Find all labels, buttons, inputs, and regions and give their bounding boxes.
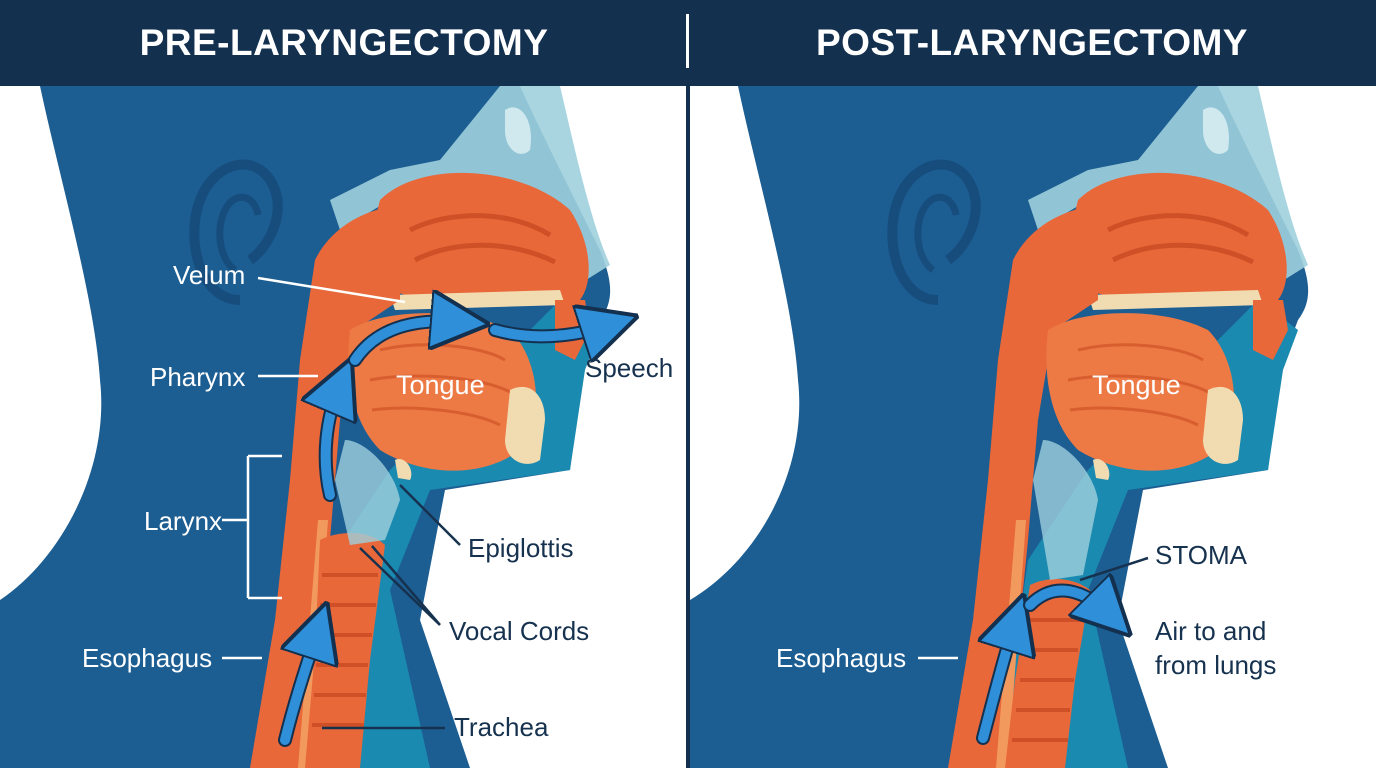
pre-leader-lines-dark (322, 484, 461, 730)
post-sinus-shape (1203, 107, 1229, 154)
panel-divider (686, 86, 690, 768)
pre-palate (360, 172, 589, 300)
post-leader-lines (918, 556, 1149, 660)
pre-sinus-shape (505, 107, 531, 154)
label-air-line1: Air to and (1155, 616, 1267, 646)
post-stoma-tissue (1033, 440, 1098, 580)
pre-jaw-bone (505, 386, 545, 464)
pre-ear-inner (216, 194, 262, 273)
post-epiglottis (1093, 459, 1110, 480)
post-jaw-bone (1203, 386, 1243, 464)
label-tongue-pre: Tongue (396, 370, 485, 400)
post-trachea-rings (1012, 618, 1082, 742)
post-hard-palate (1088, 290, 1263, 310)
airflow-arrow-icon (280, 630, 318, 745)
post-laryngectomy-title: POST-LARYNGECTOMY (816, 22, 1248, 63)
pre-larynx-tissue (335, 440, 400, 545)
airflow-arrow-icon (350, 321, 460, 365)
label-trachea: Trachea (454, 712, 549, 742)
anatomy-diagram (0, 86, 1309, 768)
post-ear-inner (914, 194, 960, 273)
pre-leader-lines (222, 276, 406, 660)
label-tongue-post: Tongue (1092, 370, 1181, 400)
label-esophagus-post: Esophagus (776, 643, 907, 673)
label-speech: Speech (585, 353, 674, 383)
post-panel (690, 86, 1309, 768)
post-tongue-lines (1067, 343, 1209, 427)
pre-trachea (305, 533, 385, 768)
pre-palate-ridges (408, 213, 557, 265)
label-epiglottis: Epiglottis (468, 533, 574, 563)
label-pharynx: Pharynx (150, 362, 246, 392)
airflow-arrow-icon (983, 622, 1015, 743)
pre-ear (189, 159, 283, 305)
airflow-arrow-icon (490, 325, 610, 336)
label-larynx: Larynx (144, 506, 223, 536)
airflow-arrow-icon (326, 385, 340, 500)
airflow-arrow-icon (1025, 591, 1110, 615)
post-lips (1253, 300, 1288, 360)
post-palate-ridges (1106, 213, 1255, 265)
post-palate (1058, 172, 1287, 300)
label-velum: Velum (173, 260, 246, 290)
pre-epiglottis (395, 459, 412, 480)
header-bar: PRE-LARYNGECTOMY POST-LARYNGECTOMY (0, 0, 1376, 86)
label-vocal-cords: Vocal Cords (449, 616, 590, 646)
label-air-line2: from lungs (1155, 650, 1277, 680)
label-esophagus-pre: Esophagus (82, 643, 213, 673)
label-stoma: STOMA (1155, 540, 1247, 570)
pre-laryngectomy-title: PRE-LARYNGECTOMY (139, 22, 549, 63)
pre-panel (0, 86, 610, 768)
pre-trachea-rings (312, 573, 378, 727)
header-divider (686, 14, 689, 68)
post-ear (887, 159, 981, 305)
